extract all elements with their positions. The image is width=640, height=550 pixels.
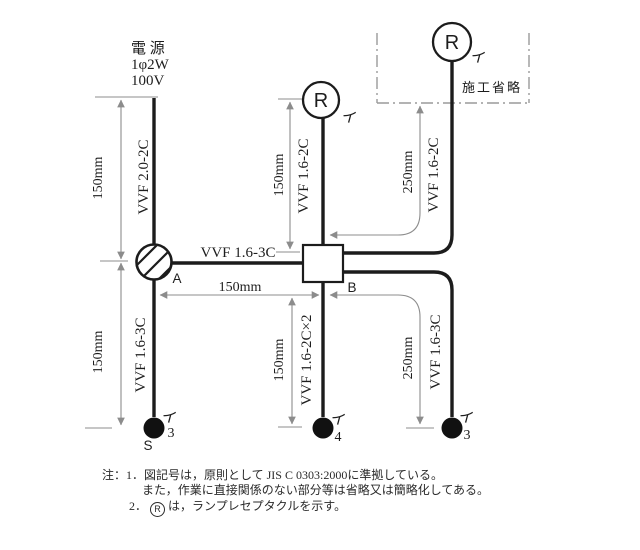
cable-label-right-switch: VVF 1.6-3C	[428, 314, 444, 389]
power-source-label: 電 源 1φ2W 100V	[131, 40, 170, 89]
switch-numbers: 3 4 3	[168, 426, 471, 445]
cable-label-mid-lamp: VVF 1.6-2C	[296, 138, 312, 213]
dim-right-top-line	[329, 105, 424, 239]
note-line-3-prefix: 2．	[129, 499, 148, 513]
dim-mid-bottom-label: 150mm	[272, 339, 287, 382]
note-line-3-suffix: は，ランプレセプタクルを示す。	[168, 499, 347, 513]
switch-number-right: 3	[464, 428, 471, 443]
switch-number-left: 3	[168, 426, 175, 441]
circuit-mark-mid-switch: イ	[329, 410, 348, 429]
switch-4way-middle	[312, 417, 334, 439]
omission-label: 施工省略	[462, 80, 522, 95]
cable-label-right-lamp: VVF 1.6-2C	[426, 137, 442, 212]
dim-mid-top-label: 150mm	[272, 154, 287, 197]
point-label-s: S	[143, 438, 152, 453]
lamp-receptacle-middle: R	[301, 80, 341, 120]
cable-label-power: VVF 2.0-2C	[136, 139, 152, 214]
cable-label-a-to-b: VVF 1.6-3C	[200, 245, 275, 261]
switch-number-middle: 4	[335, 430, 342, 445]
switch-3way-left	[143, 417, 165, 439]
cable-label-mid-switch: VVF 1.6-2C×2	[299, 315, 315, 406]
dim-right-bottom-label: 250mm	[401, 337, 416, 380]
circuit-mark-mid-lamp: イ	[340, 108, 359, 127]
circled-r-icon: R	[150, 502, 166, 517]
circuit-mark-left-switch: イ	[160, 408, 179, 427]
dimension-labels: 150mm 150mm 150mm 150mm 150mm 250mm 250m…	[91, 151, 416, 382]
dim-left-top-label: 150mm	[91, 157, 106, 200]
power-source-line2: 1φ2W	[131, 57, 170, 73]
switch-3way-right	[441, 417, 463, 439]
dimension-lines	[85, 96, 434, 429]
lamp-receptacle-letter: R	[314, 90, 328, 112]
cable-label-a-to-switch: VVF 1.6-3C	[133, 317, 149, 392]
circuit-marks: イ イ イ イ イ	[160, 48, 488, 429]
circuit-mark-right-switch: イ	[457, 408, 476, 427]
dim-right-top-label: 250mm	[401, 151, 416, 194]
note-line-2: また，作業に直接関係のない部分等は省略又は簡略化してある。	[142, 483, 490, 497]
dim-a-to-b-label: 150mm	[219, 280, 262, 295]
power-source-line1: 電 源	[131, 40, 165, 57]
power-source-line3: 100V	[131, 73, 165, 89]
lamp-receptacle-letter: R	[445, 32, 459, 54]
cable-b-to-right-switch	[343, 270, 454, 417]
cable-labels: VVF 2.0-2C VVF 1.6-3C VVF 1.6-3C VVF 1.6…	[133, 137, 444, 405]
point-label-a: A	[172, 271, 181, 286]
cables	[152, 61, 454, 417]
dim-right-bottom-line	[329, 291, 424, 425]
cable-b-to-right-lamp	[343, 61, 454, 255]
lamp-receptacle-topright: R	[431, 21, 473, 63]
point-label-b: B	[347, 280, 356, 295]
joint-box-b	[301, 243, 345, 284]
dim-left-bottom-label: 150mm	[91, 331, 106, 374]
note-line-1: 注：1．図記号は，原則として JIS C 0303:2000に準拠している。	[102, 468, 443, 482]
circuit-mark-right-lamp: イ	[469, 48, 488, 67]
